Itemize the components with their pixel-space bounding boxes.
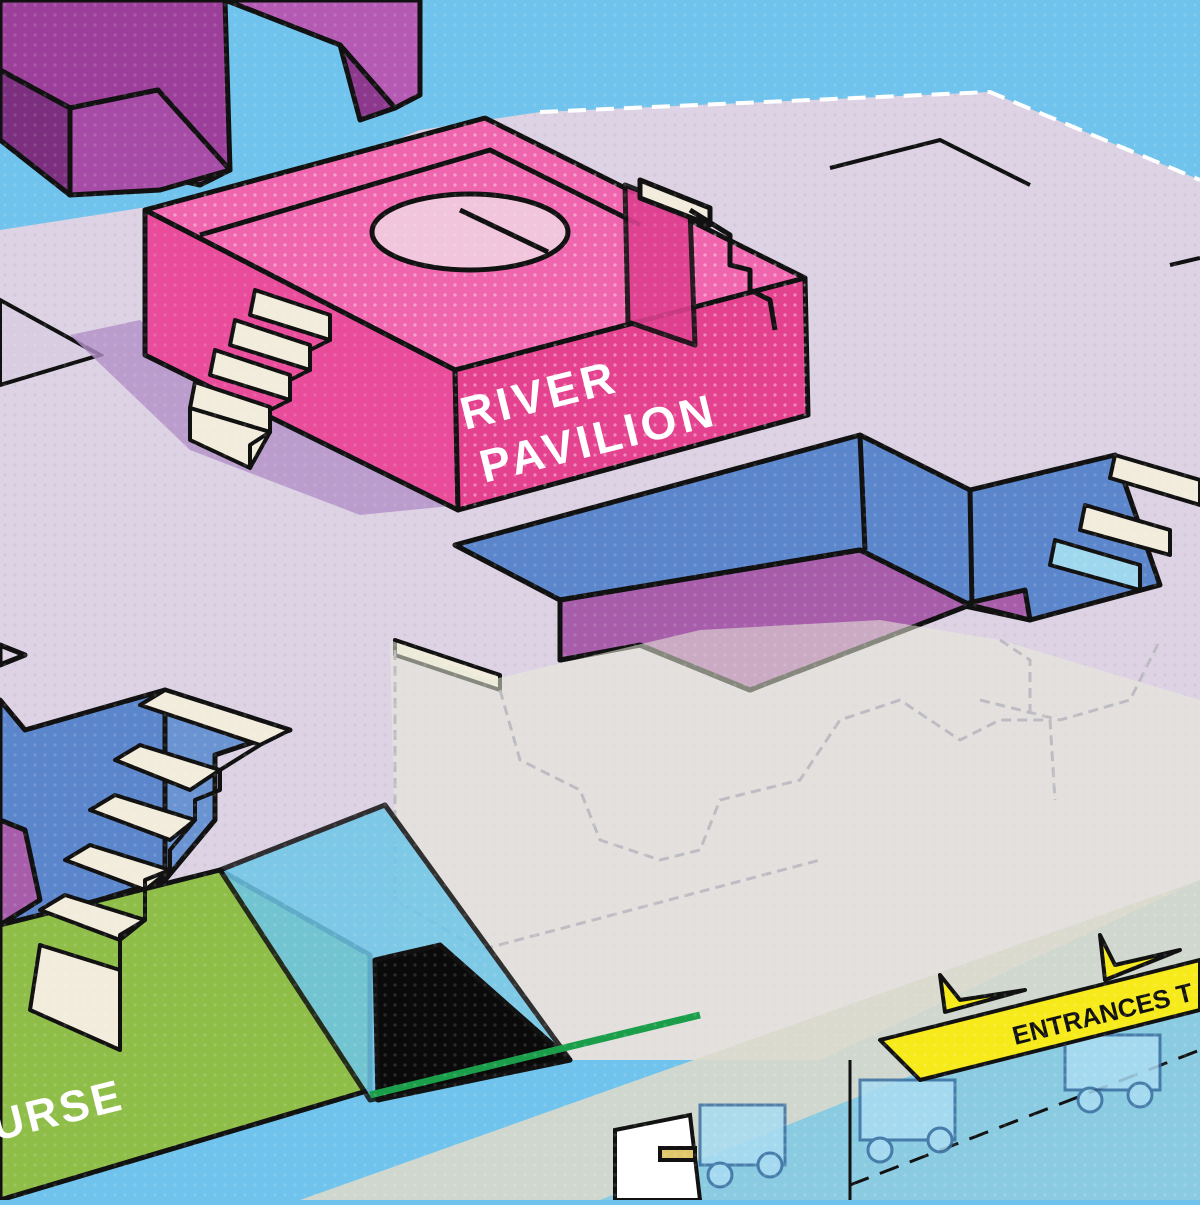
- isometric-map: RIVER PAVILION: [0, 0, 1200, 1203]
